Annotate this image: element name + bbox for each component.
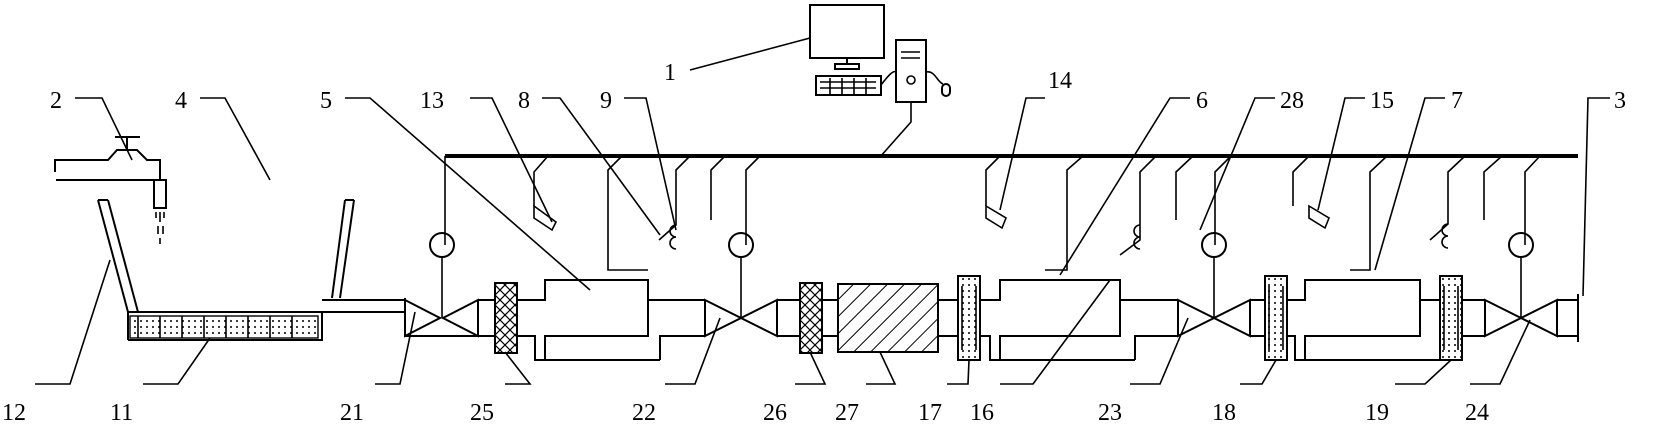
computer-monitor-icon: [809, 4, 885, 70]
figure-labels: 1 2 3 4 5 6 7 8 9 11 12 13 14 15 16 17 1…: [2, 60, 1626, 426]
water-tap-icon: [54, 136, 167, 244]
computer-tower-icon: [880, 39, 944, 103]
coil-sensors: [669, 223, 1449, 250]
label-28: 28: [1280, 88, 1304, 114]
label-6: 6: [1196, 88, 1208, 114]
tank: [97, 199, 405, 341]
label-8: 8: [518, 88, 530, 114]
label-21: 21: [340, 400, 364, 426]
label-9: 9: [600, 88, 612, 114]
label-17: 17: [918, 400, 942, 426]
label-12: 12: [2, 400, 26, 426]
keyboard-icon: [815, 75, 882, 96]
label-18: 18: [1212, 400, 1236, 426]
computer-cable: [879, 102, 912, 158]
label-7: 7: [1451, 88, 1463, 114]
label-27: 27: [835, 400, 859, 426]
label-15: 15: [1370, 88, 1394, 114]
label-24: 24: [1465, 400, 1489, 426]
label-11: 11: [110, 400, 133, 426]
leader-lines: [35, 37, 1610, 385]
label-1: 1: [664, 60, 676, 86]
mouse-icon: [941, 83, 951, 97]
label-16: 16: [970, 400, 994, 426]
label-26: 26: [763, 400, 787, 426]
label-3: 3: [1614, 88, 1626, 114]
label-14: 14: [1048, 68, 1072, 94]
label-4: 4: [175, 88, 187, 114]
label-13: 13: [420, 88, 444, 114]
label-19: 19: [1365, 400, 1389, 426]
label-25: 25: [470, 400, 494, 426]
label-2: 2: [50, 88, 62, 114]
signal-wires: [444, 155, 1541, 271]
label-23: 23: [1098, 400, 1122, 426]
label-5: 5: [320, 88, 332, 114]
label-22: 22: [632, 400, 656, 426]
pipeline: [322, 232, 1579, 361]
